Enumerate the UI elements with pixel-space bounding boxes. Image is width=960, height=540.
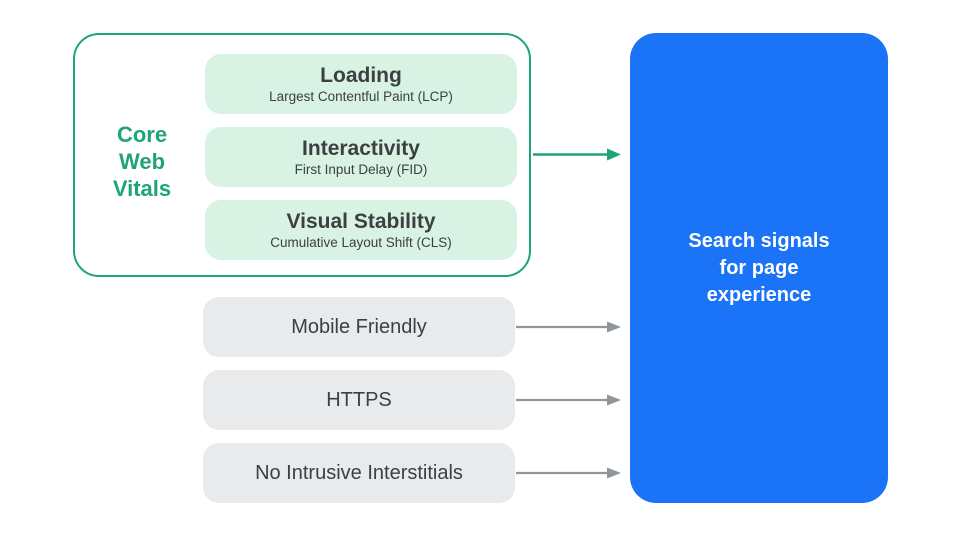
vital-card-loading: Loading Largest Contentful Paint (LCP) <box>205 54 517 114</box>
signal-label: No Intrusive Interstitials <box>255 461 463 484</box>
search-signals-label-line: Search signals <box>688 229 830 252</box>
vital-card-interactivity: Interactivity First Input Delay (FID) <box>205 127 517 187</box>
signal-card-mobile-friendly: Mobile Friendly <box>203 297 515 357</box>
vital-subtitle: Largest Contentful Paint (LCP) <box>269 89 453 104</box>
vital-title: Loading <box>320 64 402 87</box>
core-web-vitals-label-line: Web <box>118 149 166 174</box>
arrow-right-icon-core-web-vitals <box>533 148 621 161</box>
vital-title: Interactivity <box>302 137 420 160</box>
arrow-right-icon-mobile-friendly <box>516 321 621 333</box>
core-web-vitals-label-line: Core <box>116 122 168 147</box>
vital-card-visual-stability: Visual Stability Cumulative Layout Shift… <box>205 200 517 260</box>
arrow-right-icon-https <box>516 394 621 406</box>
search-signals-label-line: for page <box>719 256 799 279</box>
signal-label: Mobile Friendly <box>291 315 427 338</box>
vital-subtitle: Cumulative Layout Shift (CLS) <box>270 235 452 250</box>
search-signals-label: Search signals for page experience <box>688 228 829 309</box>
core-web-vitals-label-line: Vitals <box>112 176 172 201</box>
signal-label: HTTPS <box>326 388 392 411</box>
vital-subtitle: First Input Delay (FID) <box>294 162 428 177</box>
search-signals-label-line: experience <box>706 283 812 306</box>
vital-title: Visual Stability <box>286 210 436 233</box>
core-web-vitals-label: Core Web Vitals <box>79 121 205 202</box>
arrow-right-icon-no-intrusive-interstitials <box>516 467 621 479</box>
signal-card-no-intrusive-interstitials: No Intrusive Interstitials <box>203 443 515 503</box>
core-web-vitals-group: Core Web Vitals Loading Largest Contentf… <box>73 33 531 277</box>
signal-card-https: HTTPS <box>203 370 515 430</box>
search-signals-box: Search signals for page experience <box>630 33 888 503</box>
